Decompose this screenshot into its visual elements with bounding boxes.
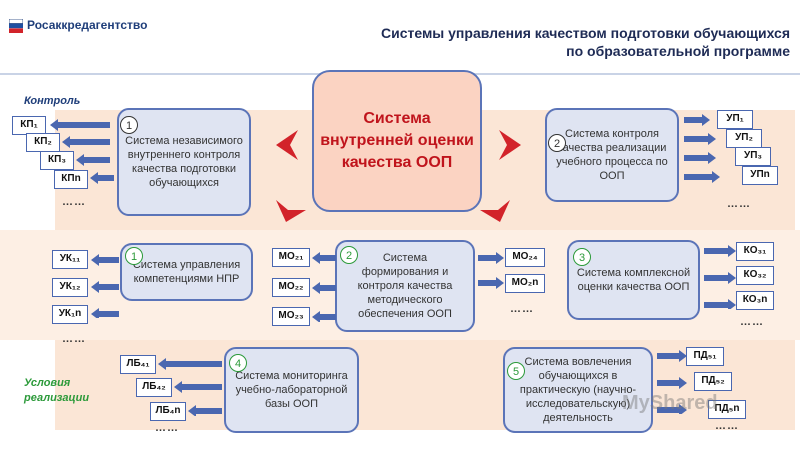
system-box-text: Система контроля качества реализации уче… <box>556 128 668 182</box>
step-number: 2 <box>548 134 566 152</box>
continuation-dots: …… <box>715 420 739 432</box>
up-label: УП₁ <box>717 110 753 129</box>
step-number: 1 <box>120 116 138 134</box>
continuation-dots: …… <box>740 316 764 328</box>
title-line-1: Системы управления качеством подготовки … <box>380 25 790 41</box>
mo-label: МО₂₂ <box>272 278 310 297</box>
up-arrows-icon <box>684 114 720 183</box>
continuation-dots: …… <box>510 303 534 315</box>
lb-arrows-icon <box>158 358 222 416</box>
up-label: УП₃ <box>735 147 771 166</box>
system-box-text: Система мониторинга учебно-лабораторной … <box>235 370 348 410</box>
system-box-text: Система независимого внутреннего контрол… <box>125 135 243 189</box>
mo-label: МО₂₄ <box>505 248 545 267</box>
system-box-text: Система вовлечения обучающихся в практич… <box>519 356 637 424</box>
continuation-dots: …… <box>62 333 86 345</box>
system-box-text: Система формирования и контроля качества… <box>357 252 453 320</box>
page-title: Системы управления качеством подготовки … <box>300 24 790 60</box>
ko-arrows-icon <box>704 245 736 309</box>
pd-label: ПД₅₂ <box>694 372 732 391</box>
up-label: УПn <box>742 166 778 185</box>
system-box-process-control: Система контроля качества реализации уче… <box>545 108 679 202</box>
step-number: 4 <box>229 354 247 372</box>
chevron-right-icon <box>499 130 521 160</box>
kp-label: КП₃ <box>40 151 74 170</box>
system-box-independent-control: Система независимого внутреннего контрол… <box>117 108 251 216</box>
continuation-dots: …… <box>727 198 751 210</box>
lb-label: ЛБ₄n <box>150 402 186 421</box>
brand-logo-icon <box>9 19 23 33</box>
system-box-text: Система комплексной оценки качества ООП <box>576 267 691 293</box>
control-label: Контроль <box>24 95 81 107</box>
step-number: 1 <box>125 247 143 265</box>
step-number: 2 <box>340 246 358 264</box>
uk-label: УК₁₁ <box>52 250 88 269</box>
ko-label: КО₃n <box>736 291 774 310</box>
lb-label: ЛБ₄₁ <box>120 355 156 374</box>
kp-arrows-icon <box>50 119 114 184</box>
conditions-label: Условия реализации <box>24 377 90 404</box>
kp-label: КПn <box>54 170 88 189</box>
central-system-box: Система внутренней оценки качества ООП <box>312 70 482 212</box>
pd-label: ПД₅n <box>708 400 746 419</box>
ko-label: КО₃₂ <box>736 266 774 285</box>
up-label: УП₂ <box>726 129 762 148</box>
watermark: MyShared <box>622 392 718 414</box>
mo-label: МО₂₃ <box>272 307 310 326</box>
system-box-student-involvement: Система вовлечения обучающихся в практич… <box>503 347 653 433</box>
uk-label: УК₁₂ <box>52 278 88 297</box>
chevron-down-right-icon <box>480 200 510 222</box>
mo-left-arrows-icon <box>312 252 336 322</box>
mo-label: МО₂n <box>505 274 545 293</box>
mo-label: МО₂₁ <box>272 248 310 267</box>
pd-arrows-icon <box>657 350 687 414</box>
lb-label: ЛБ₄₂ <box>136 378 172 397</box>
brand-name: Росаккредагентство <box>27 18 148 32</box>
system-box-text: Система управления компетенциями НПР <box>132 259 241 285</box>
continuation-dots: …… <box>155 422 179 434</box>
ko-label: КО₃₁ <box>736 242 774 261</box>
title-line-2: по образовательной программе <box>566 43 790 59</box>
uk-label: УК₁n <box>52 305 88 324</box>
chevron-left-icon <box>276 130 298 160</box>
pd-label: ПД₅₁ <box>686 347 724 366</box>
system-box-methodical-support: Система формирования и контроля качества… <box>335 240 475 332</box>
continuation-dots: …… <box>62 196 86 208</box>
chevron-down-left-icon <box>276 200 306 222</box>
step-number: 5 <box>507 362 525 380</box>
mo-right-arrows-icon <box>478 252 504 289</box>
step-number: 3 <box>573 248 591 266</box>
uk-arrows-icon <box>91 254 119 318</box>
